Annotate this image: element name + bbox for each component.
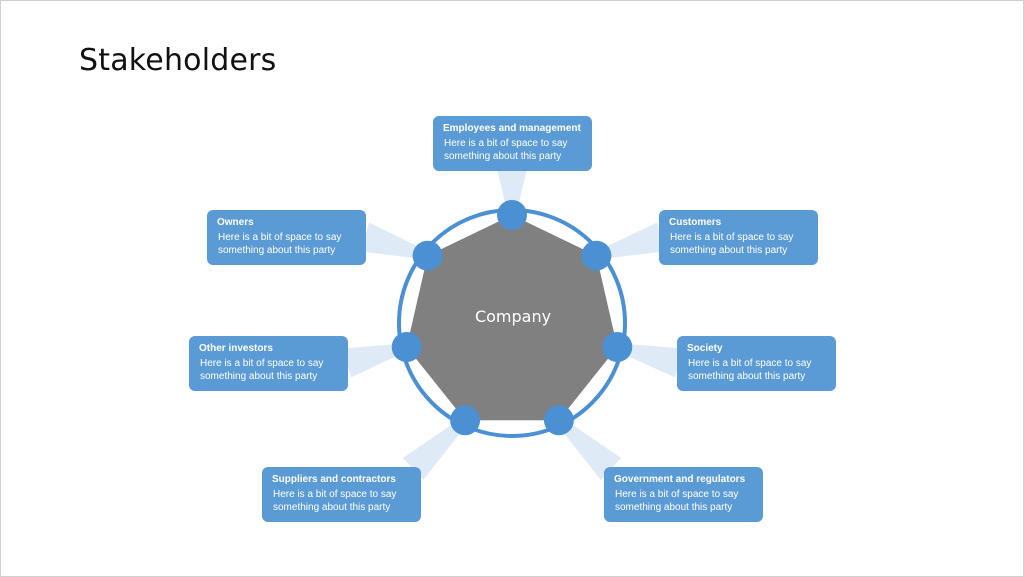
card-title-other-investors: Other investors [199,343,273,354]
node-customers [581,240,612,271]
card-title-government: Government and regulators [614,474,746,485]
card-society: Society Here is a bit of space to say so… [677,336,836,391]
card-customers: Customers Here is a bit of space to say … [659,210,818,265]
node-suppliers [450,405,481,436]
slide-title: Stakeholders [79,43,277,78]
connector-government [556,417,622,480]
card-title-employees: Employees and management [443,123,581,134]
card-title-customers: Customers [669,217,722,228]
node-owners [412,240,443,271]
connector-suppliers [402,417,468,480]
connector-owners [360,222,429,260]
node-layer [391,200,633,436]
connector-society [616,343,683,378]
card-employees: Employees and management Here is a bit o… [433,116,592,171]
node-employees [497,200,527,230]
card-title-owners: Owners [217,217,254,228]
connector-layer [343,169,683,480]
card-text-owners: Here is a bit of space to say something … [218,232,342,256]
node-society [602,332,633,362]
card-title-suppliers: Suppliers and contractors [272,474,396,485]
card-text-government: Here is a bit of space to say something … [615,489,739,513]
connector-employees [497,169,527,215]
node-other-investors [391,332,422,362]
card-text-customers: Here is a bit of space to say something … [670,232,794,256]
card-text-employees: Here is a bit of space to say something … [444,138,568,162]
card-suppliers: Suppliers and contractors Here is a bit … [262,467,421,522]
connector-other-investors [343,343,408,378]
card-other-investors: Other investors Here is a bit of space t… [189,336,348,391]
company-heptagon [406,215,618,421]
connector-customers [595,222,666,260]
card-government: Government and regulators Here is a bit … [604,467,763,522]
card-text-society: Here is a bit of space to say something … [688,358,812,382]
card-title-society: Society [687,343,723,354]
card-owners: Owners Here is a bit of space to say som… [207,210,366,265]
card-text-other-investors: Here is a bit of space to say something … [200,358,324,382]
card-text-suppliers: Here is a bit of space to say something … [273,489,397,513]
company-label: Company [474,307,552,326]
node-government [543,405,574,436]
